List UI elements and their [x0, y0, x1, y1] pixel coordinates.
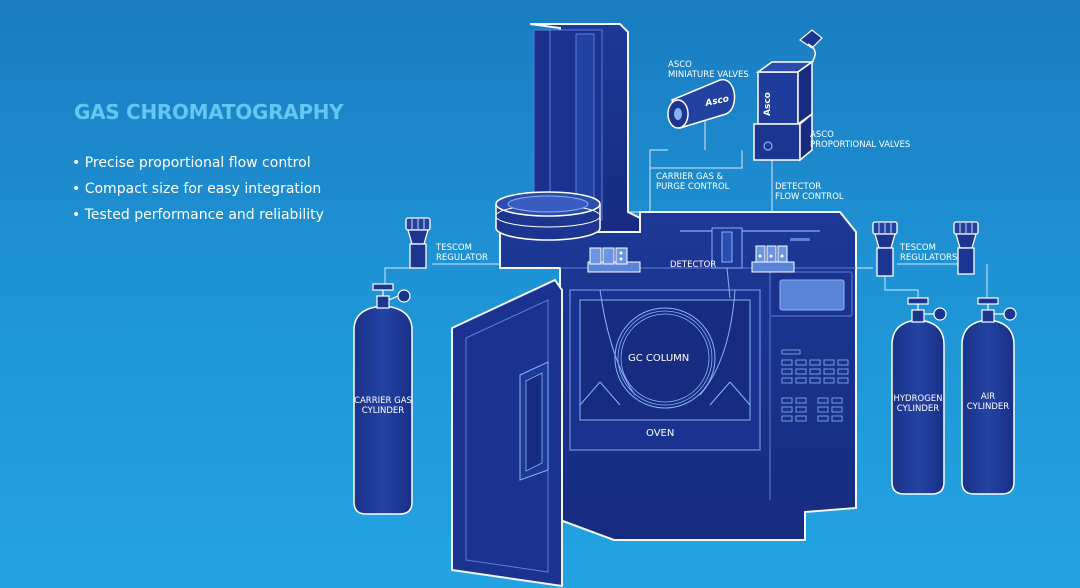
feature-list: • Precise proportional flow control • Co… [72, 150, 324, 228]
air-cylinder [961, 297, 1017, 495]
asco-miniature-valve: Asco [667, 79, 736, 129]
feature-item: • Tested performance and reliability [72, 207, 324, 223]
label-gc-column: GC COLUMN [628, 353, 690, 364]
gc-instrument-body [495, 191, 857, 541]
feature-item: • Compact size for easy integration [72, 181, 322, 197]
page-title: GAS CHROMATOGRAPHY [74, 100, 344, 124]
feature-item: • Precise proportional flow control [72, 155, 311, 171]
tescom-regulator-right [953, 221, 979, 275]
label-detector: DETECTOR [670, 260, 717, 270]
oven-door [451, 278, 563, 588]
autosampler-tower [529, 23, 641, 233]
tescom-regulator-left [405, 217, 431, 269]
tescom-regulator-mid [872, 221, 898, 277]
label-oven: OVEN [646, 428, 675, 439]
hydrogen-cylinder [891, 297, 947, 495]
asco-brand-proportional: Asco [763, 92, 773, 116]
carrier-gas-manifold [587, 247, 641, 273]
asco-proportional-valve: Asco [753, 29, 823, 162]
detector-flow-manifold [751, 245, 795, 273]
carrier-gas-cylinder [353, 283, 413, 515]
label-carrier-gas-purge-control: CARRIER GAS &PURGE CONTROL [656, 172, 730, 192]
keypad-buttons [781, 359, 849, 422]
